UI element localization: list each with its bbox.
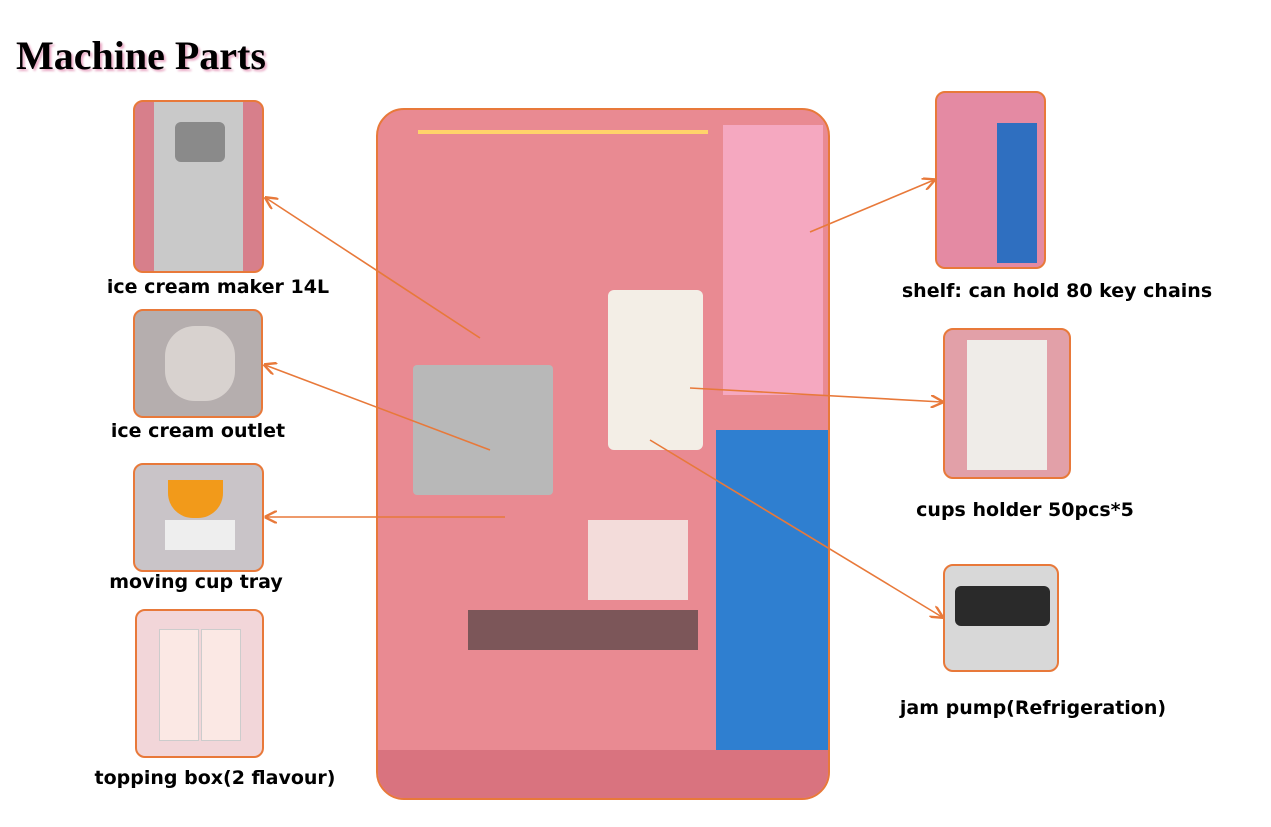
orange-cup — [168, 480, 223, 518]
arrow-shelf — [809, 180, 934, 233]
cups-stack — [608, 290, 703, 450]
sauce-bottles — [588, 520, 688, 600]
page-title: Machine Parts — [16, 33, 266, 78]
part-label: ice cream maker 14L — [106, 276, 330, 298]
cup-tray-photo — [133, 463, 264, 572]
keychain-shelf — [723, 125, 823, 395]
arrow-ice-cream-maker — [266, 198, 481, 339]
steel-basin — [175, 122, 225, 162]
linear-rail — [468, 610, 698, 650]
led-strip — [418, 130, 708, 134]
arrow-jam-pump — [649, 439, 942, 617]
part-label: jam pump(Refrigeration) — [899, 697, 1167, 719]
cups-holder-photo — [943, 328, 1071, 479]
part-label: moving cup tray — [109, 571, 283, 593]
pump-units — [955, 586, 1050, 626]
shelf-frame — [997, 123, 1037, 263]
topping-container — [159, 629, 199, 741]
part-label: topping box(2 flavour) — [94, 767, 336, 789]
cup-columns — [967, 340, 1047, 470]
tray-base — [165, 520, 235, 550]
part-label: ice cream outlet — [110, 420, 286, 442]
outlet-valve — [165, 326, 235, 401]
outlet-photo — [133, 309, 263, 418]
part-label: cups holder 50pcs*5 — [916, 499, 1134, 521]
arrow-outlet — [265, 365, 491, 451]
part-label: shelf: can hold 80 key chains — [901, 280, 1213, 302]
shelf-photo — [935, 91, 1046, 269]
machine-base — [378, 750, 828, 798]
ice-cream-maker-photo — [133, 100, 264, 273]
arrow-cups-holder — [689, 387, 942, 402]
blue-panel — [716, 430, 828, 760]
topping-box-photo — [135, 609, 264, 758]
topping-container — [201, 629, 241, 741]
jam-pump-photo — [943, 564, 1059, 672]
machine-photo — [376, 108, 830, 800]
